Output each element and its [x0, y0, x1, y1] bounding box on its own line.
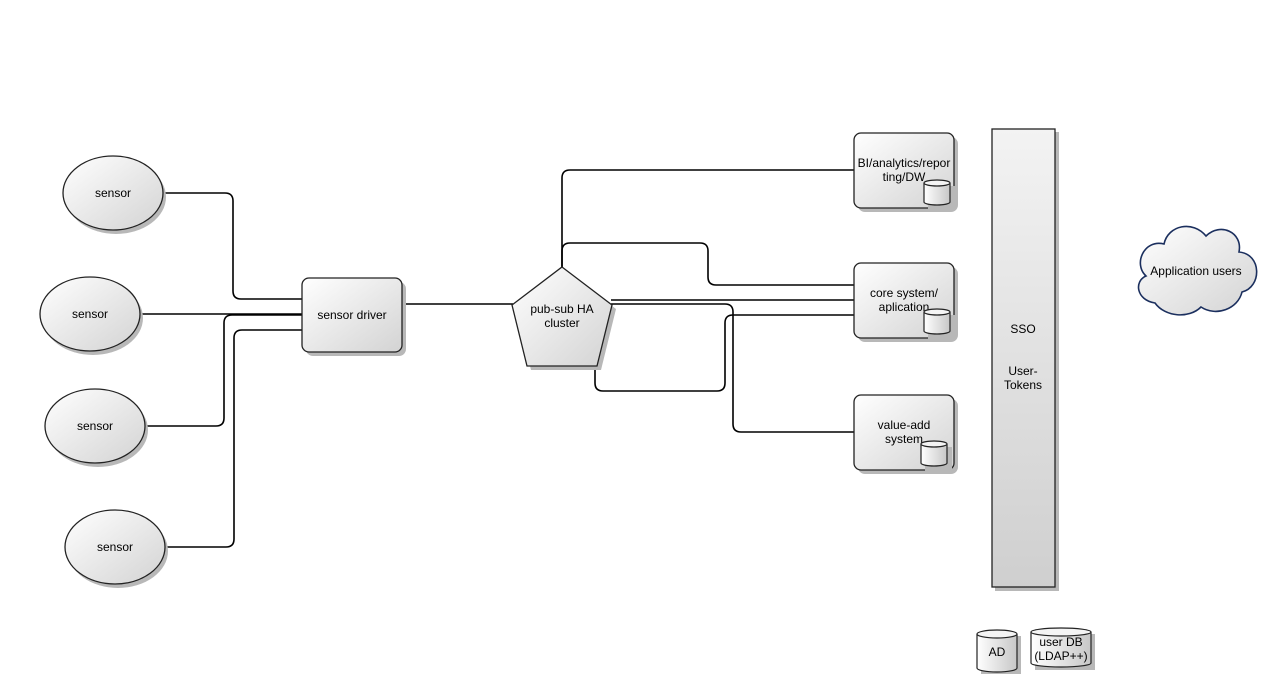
application-users-label: Application users — [1150, 264, 1241, 278]
sso-tokens-label: Tokens — [1004, 378, 1042, 392]
pubsub-label-line1: pub-sub HA — [530, 302, 593, 316]
cloud-icon — [1137, 225, 1258, 316]
core-system-node: core system/ aplication — [853, 262, 958, 342]
edge-pubsub-bi — [561, 169, 854, 268]
sensor-label-4: sensor — [97, 540, 133, 554]
sso-user-label: User- — [1008, 364, 1037, 378]
connectors — [141, 169, 854, 548]
sensor-driver-label: sensor driver — [317, 308, 386, 322]
application-users-cloud: Application users — [1137, 225, 1258, 316]
bi-label-line1: BI/analytics/repor — [858, 156, 951, 170]
sensor-label-2: sensor — [72, 307, 108, 321]
valueadd-label-line2: system — [885, 432, 923, 446]
sensor-node-1: sensor — [62, 155, 166, 234]
userdb-label-line1: user DB — [1039, 635, 1082, 649]
sensor-label-3: sensor — [77, 419, 113, 433]
sensor-node-3: sensor — [44, 388, 148, 467]
edge-pubsub-core-loop — [561, 242, 854, 286]
userdb-label-line2: (LDAP++) — [1034, 649, 1087, 663]
sensor-driver-node: sensor driver — [301, 277, 406, 356]
bi-label-line2: ting/DW — [883, 170, 926, 184]
core-label-line1: core system/ — [870, 286, 939, 300]
value-add-node: value-add system — [853, 394, 958, 474]
bi-analytics-node: BI/analytics/repor ting/DW — [853, 132, 958, 212]
sensor-label-1: sensor — [95, 186, 131, 200]
sensor-node-2: sensor — [39, 276, 143, 355]
ad-label: AD — [989, 645, 1006, 659]
sensor-node-4: sensor — [64, 509, 168, 588]
sso-label: SSO — [1010, 322, 1035, 336]
ad-node: AD — [976, 629, 1021, 674]
sso-node: SSO User- Tokens — [991, 128, 1059, 591]
core-label-line2: aplication — [879, 300, 930, 314]
edge-core-pubsub-loop — [594, 314, 854, 392]
bi-database-icon — [923, 179, 955, 210]
edge-pubsub-valueadd — [611, 303, 854, 433]
core-database-icon — [923, 308, 955, 339]
edge-sensor1-driver — [164, 192, 302, 300]
valueadd-database-icon — [920, 440, 952, 471]
edge-sensor4-driver — [166, 329, 302, 548]
user-db-node: user DB (LDAP++) — [1030, 627, 1095, 670]
edge-sensor3-driver — [146, 314, 302, 427]
valueadd-label-line1: value-add — [878, 418, 931, 432]
pubsub-label-line2: cluster — [544, 316, 579, 330]
pubsub-cluster-node: pub-sub HA cluster — [511, 266, 616, 370]
